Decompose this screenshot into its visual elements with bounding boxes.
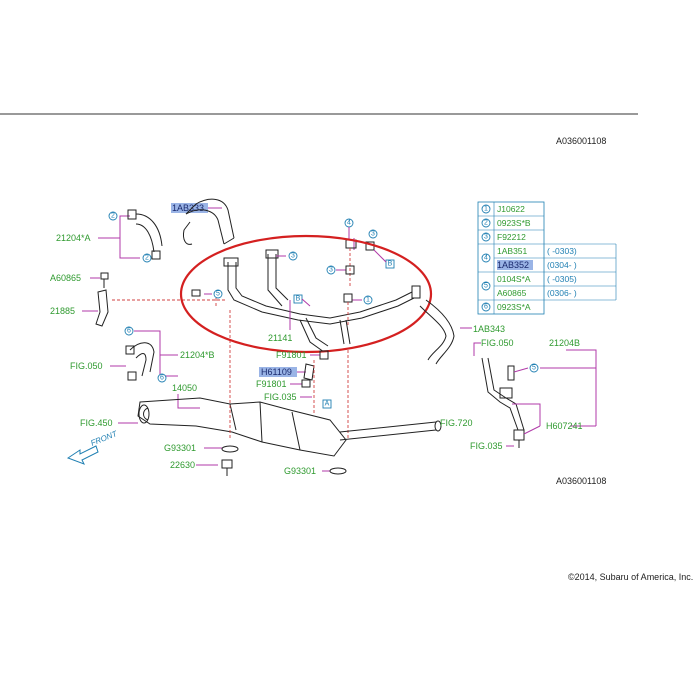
table-row-part[interactable]: 1AB351 — [497, 246, 528, 256]
svg-text:6: 6 — [484, 304, 488, 311]
fig-050-right[interactable]: FIG.050 — [481, 338, 514, 348]
copyright: ©2014, Subaru of America, Inc. — [568, 572, 693, 582]
table-row-range: ( -0303) — [547, 246, 577, 256]
table-row-part[interactable]: 1AB352 — [497, 260, 529, 270]
svg-text:3: 3 — [329, 267, 333, 274]
table-row-part[interactable]: J10622 — [497, 204, 525, 214]
svg-text:4: 4 — [347, 220, 351, 227]
table-row-part[interactable]: F92212 — [497, 232, 526, 242]
part-F91801-a[interactable]: F91801 — [276, 350, 307, 360]
table-row-part[interactable]: A60865 — [497, 288, 527, 298]
highlight-ellipse — [179, 234, 433, 354]
part-21885[interactable]: 21885 — [50, 306, 75, 316]
parts-table: 1 J10622 2 0923S*B 3 F92212 4 1AB351 ( -… — [477, 201, 617, 315]
svg-text:5: 5 — [532, 365, 536, 372]
table-row-range: (0304- ) — [547, 260, 577, 270]
part-G93301-right[interactable]: G93301 — [284, 466, 316, 476]
part-21141[interactable]: 21141 — [268, 333, 292, 343]
hose-21204A[interactable] — [135, 213, 163, 253]
front-label: FRONT — [89, 429, 119, 448]
manifold-14050[interactable] — [137, 397, 347, 457]
svg-text:5: 5 — [484, 283, 488, 290]
part-21204B-left[interactable]: 21204*B — [180, 350, 215, 360]
part-F91801-b[interactable]: F91801 — [256, 379, 287, 389]
pipe-right[interactable] — [481, 357, 525, 431]
front-arrow-icon — [66, 445, 99, 465]
table-row-range: ( -0305) — [547, 274, 577, 284]
svg-text:6: 6 — [127, 328, 131, 335]
svg-text:2: 2 — [145, 255, 149, 262]
highlight-H61109 — [259, 367, 297, 377]
hose-1AB333[interactable] — [185, 198, 235, 245]
reference-code-top: A036001108 — [556, 136, 606, 146]
reference-code-bottom: A036001108 — [556, 476, 606, 486]
fig-035-right[interactable]: FIG.035 — [470, 441, 503, 451]
part-H607241[interactable]: H607241 — [546, 421, 583, 431]
svg-text:2: 2 — [111, 213, 115, 220]
fig-720[interactable]: FIG.720 — [440, 418, 473, 428]
svg-text:5: 5 — [216, 291, 220, 298]
svg-text:A: A — [325, 401, 330, 408]
table-row-part[interactable]: 0104S*A — [497, 274, 531, 284]
part-G93301-left[interactable]: G93301 — [164, 443, 196, 453]
svg-text:3: 3 — [371, 231, 375, 238]
svg-text:3: 3 — [291, 253, 295, 260]
svg-text:B: B — [388, 261, 393, 268]
fig-050-left[interactable]: FIG.050 — [70, 361, 103, 371]
table-row-part[interactable]: 0923S*A — [497, 302, 531, 312]
table-row-range: (0306- ) — [547, 288, 577, 298]
highlight-1AB333 — [171, 203, 208, 213]
hose-21204B-left[interactable] — [129, 342, 155, 377]
hose-1AB343[interactable] — [419, 299, 455, 365]
part-A60865[interactable]: A60865 — [50, 273, 81, 283]
part-21204B-right[interactable]: 21204B — [549, 338, 580, 348]
part-22630[interactable]: 22630 — [170, 460, 195, 470]
pipe-fig720[interactable] — [339, 421, 437, 441]
part-1AB333[interactable]: 1AB333 — [172, 203, 204, 213]
svg-text:4: 4 — [484, 255, 488, 262]
svg-text:6: 6 — [160, 375, 164, 382]
part-1AB343[interactable]: 1AB343 — [473, 324, 505, 334]
part-21204A[interactable]: 21204*A — [56, 233, 91, 243]
bracket-21885[interactable] — [95, 289, 109, 327]
svg-text:3: 3 — [484, 234, 488, 241]
svg-text:2: 2 — [484, 220, 488, 227]
svg-text:B: B — [296, 296, 301, 303]
fig-450[interactable]: FIG.450 — [80, 418, 113, 428]
part-H61109[interactable]: H61109 — [261, 367, 292, 377]
svg-text:1: 1 — [366, 297, 370, 304]
fig-035-mid[interactable]: FIG.035 — [264, 392, 297, 402]
svg-text:1: 1 — [484, 206, 488, 213]
table-row-part[interactable]: 0923S*B — [497, 218, 531, 228]
hose-21141[interactable] — [227, 262, 415, 325]
part-14050[interactable]: 14050 — [172, 383, 197, 393]
